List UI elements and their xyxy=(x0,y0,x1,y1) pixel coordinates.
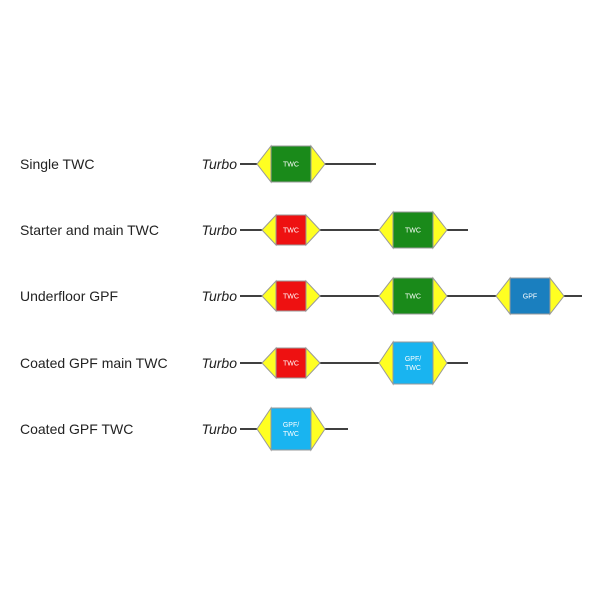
substrate-body xyxy=(275,280,307,312)
unit-label: GPF/ xyxy=(283,422,299,429)
unit-label: TWC xyxy=(283,228,299,235)
unit-label: GPF/ xyxy=(405,356,421,363)
inlet-cone xyxy=(261,279,277,313)
turbo-label: Turbo xyxy=(201,288,237,304)
outlet-cone xyxy=(432,210,448,250)
inlet-cone xyxy=(261,346,277,380)
config-row: Single TWC Turbo TWC xyxy=(20,144,376,184)
inlet-cone xyxy=(256,144,272,184)
unit-label: TWC xyxy=(405,228,421,235)
outlet-cone xyxy=(549,276,565,316)
unit-label: TWC xyxy=(405,365,421,372)
substrate-body xyxy=(392,211,434,249)
substrate-body xyxy=(509,277,551,315)
outlet-cone xyxy=(432,340,448,386)
turbo-label: Turbo xyxy=(201,355,237,371)
substrate-body xyxy=(275,347,307,379)
inlet-cone xyxy=(261,213,277,247)
config-row: Starter and main TWC Turbo TWC TWC xyxy=(20,210,468,250)
inlet-cone xyxy=(378,340,394,386)
substrate-body xyxy=(275,214,307,246)
outlet-cone xyxy=(310,406,326,452)
config-label: Starter and main TWC xyxy=(20,222,159,238)
unit-label: TWC xyxy=(405,294,421,301)
catalyst-unit: TWC xyxy=(261,279,321,313)
config-label: Coated GPF TWC xyxy=(20,421,133,437)
catalyst-unit: TWC xyxy=(256,144,326,184)
unit-label: GPF xyxy=(523,294,537,301)
unit-label: TWC xyxy=(283,431,299,438)
catalyst-unit: GPF/TWC xyxy=(378,340,448,386)
inlet-cone xyxy=(495,276,511,316)
unit-label: TWC xyxy=(283,294,299,301)
outlet-cone xyxy=(310,144,326,184)
catalyst-unit: TWC xyxy=(261,213,321,247)
unit-label: TWC xyxy=(283,361,299,368)
substrate-body xyxy=(270,407,312,451)
config-label: Coated GPF main TWC xyxy=(20,355,168,371)
unit-label: TWC xyxy=(283,162,299,169)
catalyst-unit: TWC xyxy=(378,276,448,316)
catalyst-unit: TWC xyxy=(378,210,448,250)
outlet-cone xyxy=(305,346,321,380)
substrate-body xyxy=(392,277,434,315)
turbo-label: Turbo xyxy=(201,156,237,172)
substrate-body xyxy=(392,341,434,385)
turbo-label: Turbo xyxy=(201,421,237,437)
catalyst-unit: GPF/TWC xyxy=(256,406,326,452)
catalyst-unit: GPF xyxy=(495,276,565,316)
inlet-cone xyxy=(256,406,272,452)
outlet-cone xyxy=(432,276,448,316)
config-label: Underfloor GPF xyxy=(20,288,118,304)
inlet-cone xyxy=(378,210,394,250)
config-label: Single TWC xyxy=(20,156,94,172)
outlet-cone xyxy=(305,279,321,313)
inlet-cone xyxy=(378,276,394,316)
config-row: Underfloor GPF Turbo TWC TWC GPF xyxy=(20,276,582,316)
catalyst-unit: TWC xyxy=(261,346,321,380)
config-row: Coated GPF TWC Turbo GPF/TWC xyxy=(20,406,348,452)
substrate-body xyxy=(270,145,312,183)
outlet-cone xyxy=(305,213,321,247)
turbo-label: Turbo xyxy=(201,222,237,238)
